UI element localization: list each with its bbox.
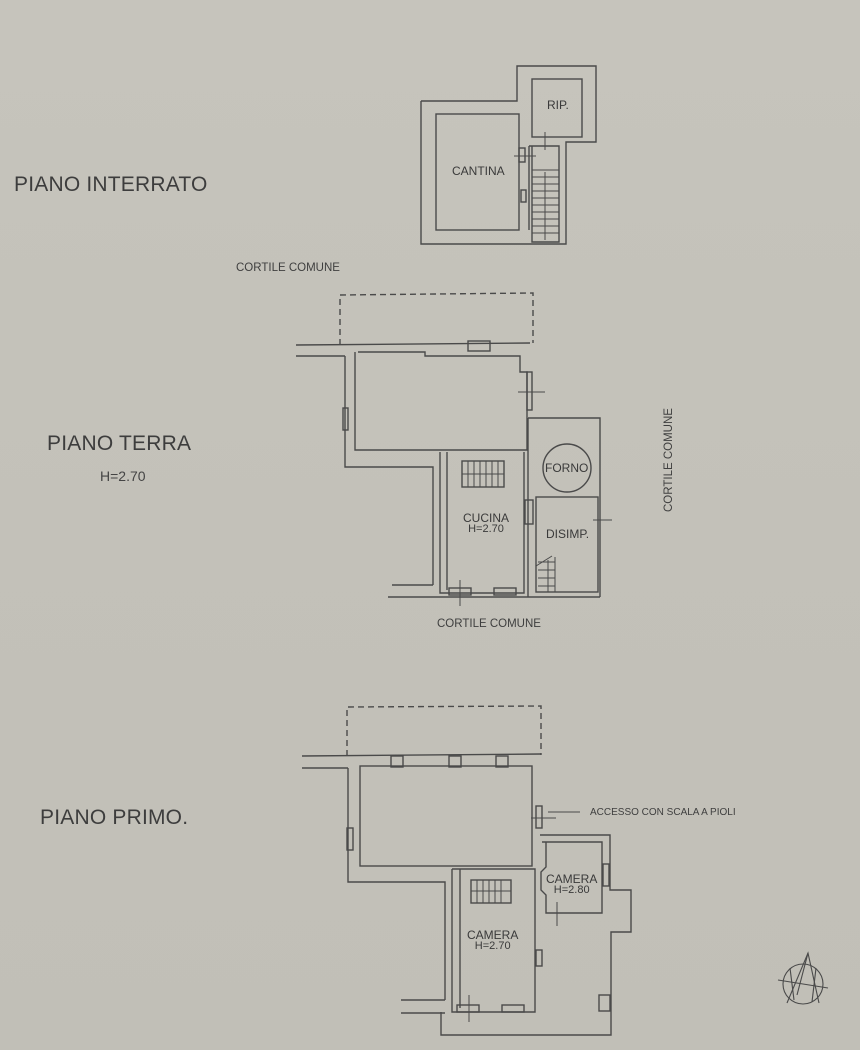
courtyard-label-right: CORTILE COMUNE <box>663 408 675 512</box>
courtyard-label-top: CORTILE COMUNE <box>236 262 340 274</box>
access-annotation: ACCESSO CON SCALA A PIOLI <box>590 807 736 818</box>
ground-floor-plan <box>295 292 612 606</box>
floor-height-ground: H=2.70 <box>100 468 146 484</box>
floor-title-basement: PIANO INTERRATO <box>14 173 208 196</box>
room-height: H=2.80 <box>553 884 590 896</box>
courtyard-label-bottom: CORTILE COMUNE <box>437 618 541 630</box>
floor-title-first: PIANO PRIMO. <box>40 806 189 829</box>
room-label-forno: FORNO <box>545 461 589 475</box>
room-name: CAMERA <box>467 928 519 942</box>
room-name: CUCINA <box>463 511 510 525</box>
room-height: H=2.70 <box>468 523 504 535</box>
room-label-rip: RIP. <box>547 98 569 112</box>
room-label-camera-2: CAMERA H=2.80 <box>546 872 598 896</box>
basement-plan <box>420 65 597 245</box>
room-label-disimp: DISIMP. <box>546 527 590 541</box>
room-label-camera-1: CAMERA H=2.70 <box>467 928 519 952</box>
north-arrow-icon <box>777 951 829 1005</box>
room-label-cantina: CANTINA <box>452 164 505 178</box>
first-floor-plan <box>301 705 632 1036</box>
room-name: CAMERA <box>546 872 598 886</box>
room-height: H=2.70 <box>474 940 511 952</box>
floor-title-ground: PIANO TERRA <box>47 432 192 455</box>
room-label-cucina: CUCINA H=2.70 <box>463 511 510 535</box>
